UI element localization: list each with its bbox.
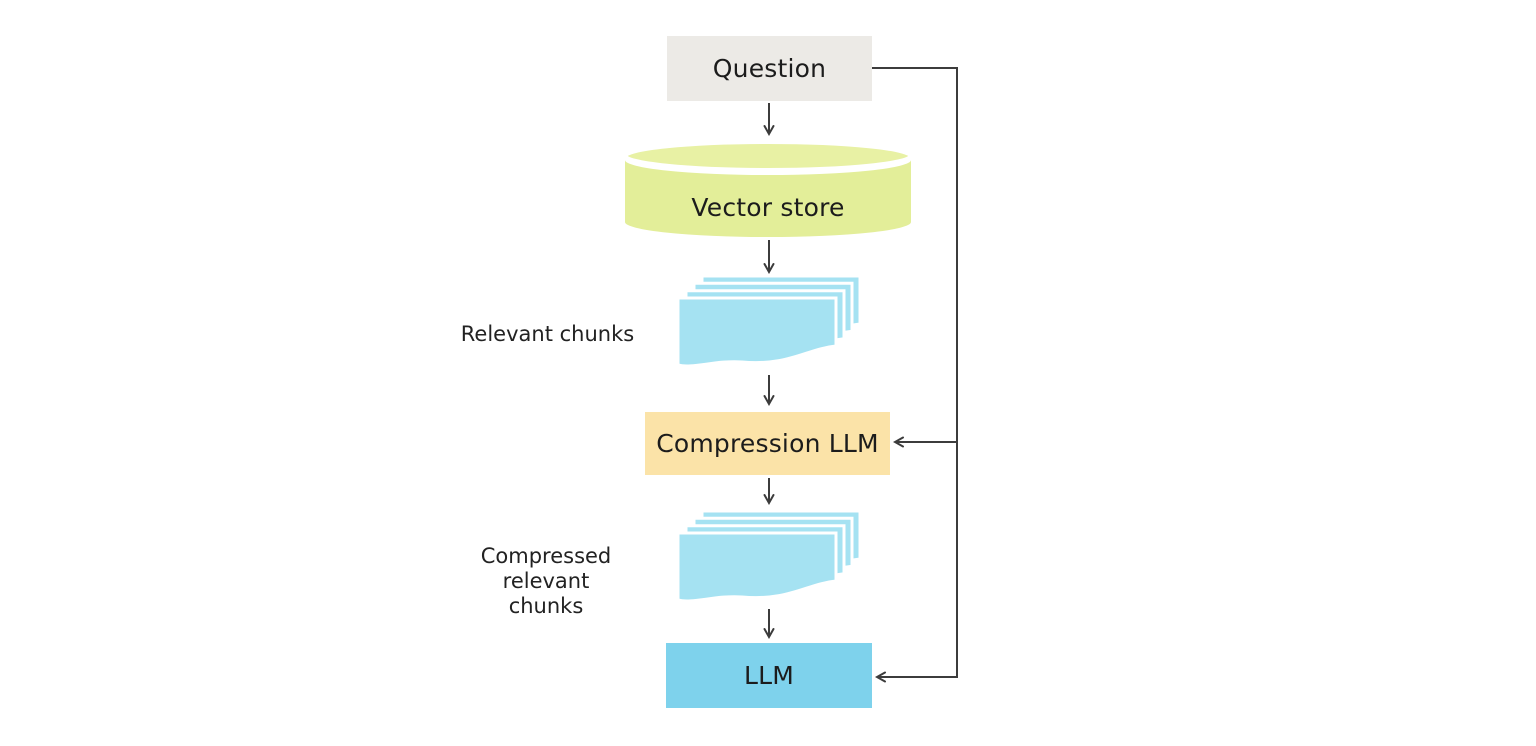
compressed-relevant-chunks-stack (676, 509, 862, 603)
cylinder-body (625, 160, 911, 237)
compressed-relevant-chunks-label: Compressed relevant chunks (480, 544, 612, 618)
vector-store-node: Vector store (625, 178, 911, 236)
llm-node: LLM (666, 643, 872, 708)
edge-question-to-llm-feedback (872, 67, 958, 677)
document-sheet (676, 296, 838, 368)
document-sheet (676, 531, 838, 603)
vector-store-label: Vector store (691, 192, 845, 222)
question-label: Question (712, 54, 827, 83)
compression-llm-label: Compression LLM (656, 429, 879, 458)
vector-store-cylinder (622, 139, 914, 237)
llm-label: LLM (743, 661, 795, 690)
question-node: Question (667, 36, 872, 101)
cylinder-top (622, 139, 914, 173)
relevant-chunks-label: Relevant chunks (460, 322, 635, 346)
relevant-chunks-stack (676, 274, 862, 368)
compression-llm-node: Compression LLM (645, 412, 890, 475)
